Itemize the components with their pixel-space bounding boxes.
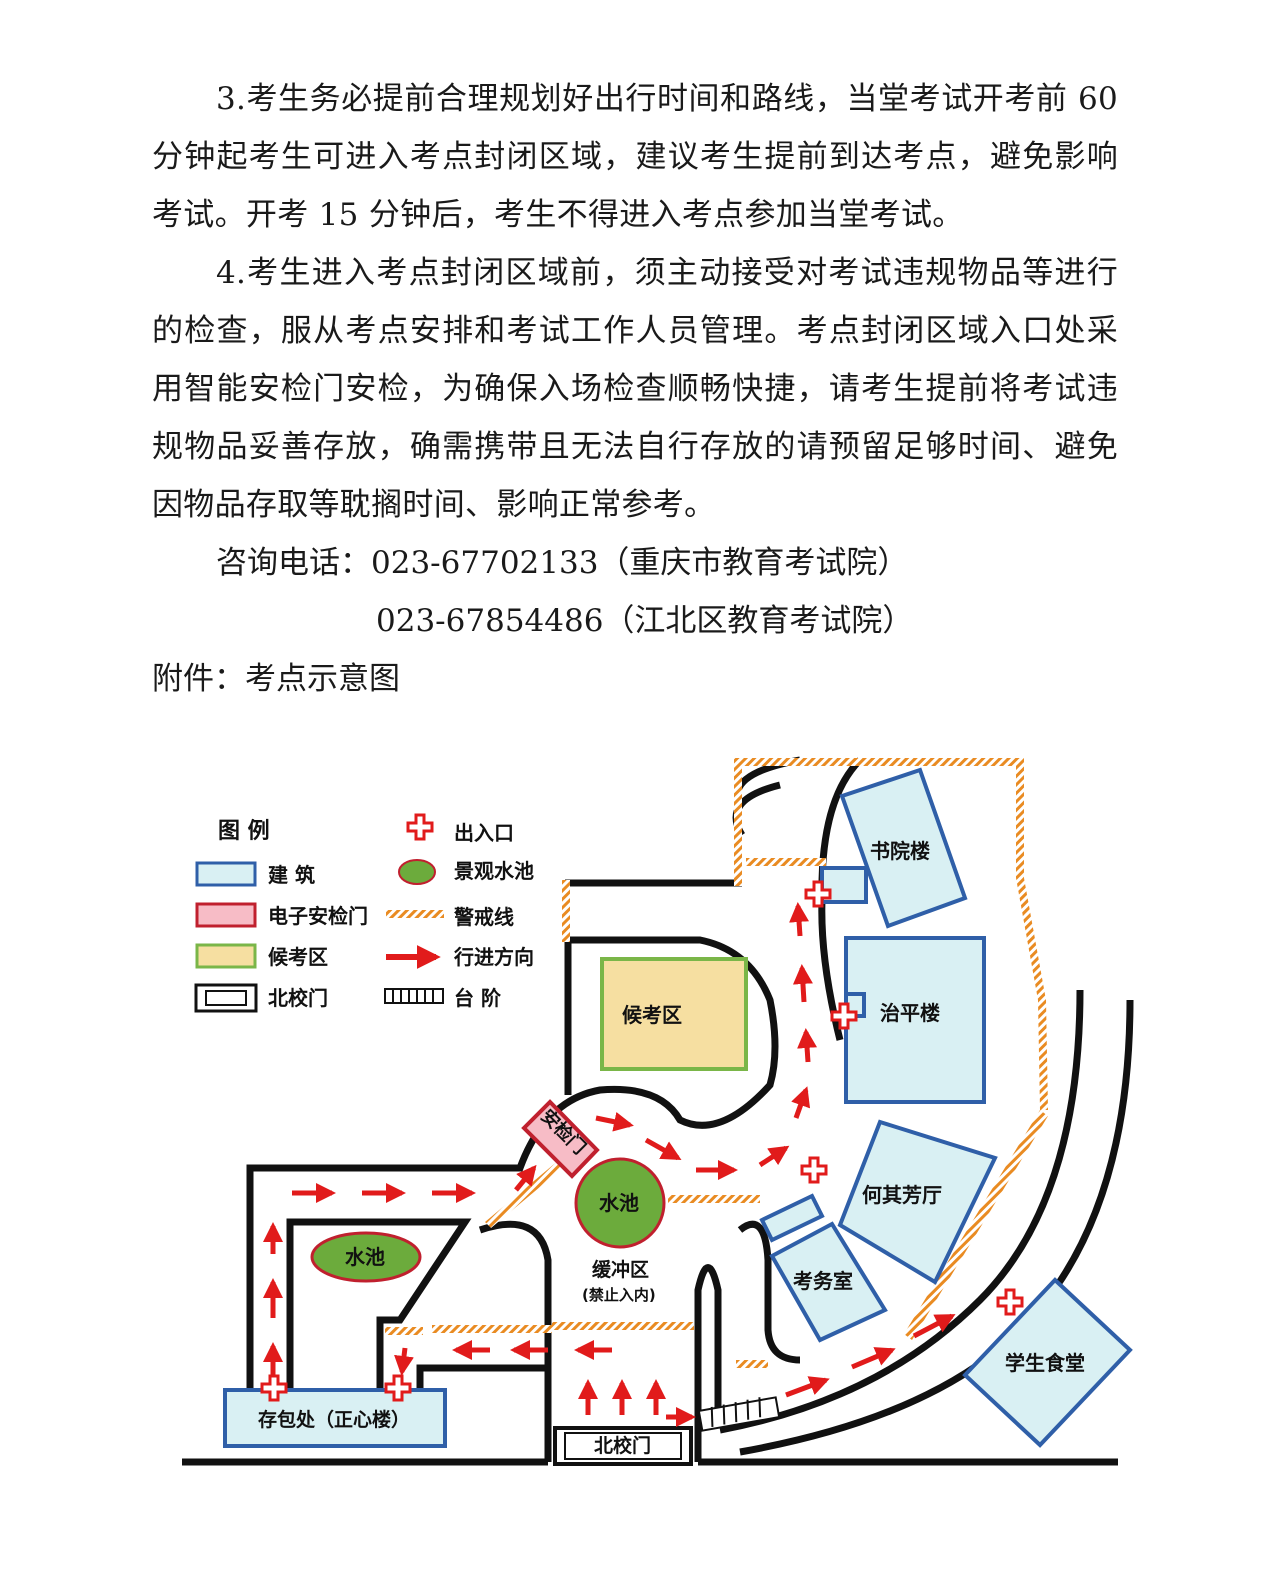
paragraph-item-3: 3.考生务必提前合理规划好出行时间和路线，当堂考试开考前 60 分钟起考生可进入… bbox=[152, 81, 1118, 233]
legend-title: 图 例 bbox=[218, 819, 270, 844]
attachment-label: 附件：考点示意图 bbox=[152, 661, 400, 697]
map-buildings bbox=[223, 767, 1133, 1448]
label-pool-large: 水池 bbox=[599, 1191, 639, 1215]
building-shuyuan bbox=[839, 767, 968, 929]
entrance-shuyuan-icon bbox=[804, 880, 832, 908]
building-baggage bbox=[223, 1388, 447, 1448]
map-pool-small bbox=[310, 1231, 422, 1283]
attachment-title: 附件：考点示意图 bbox=[152, 650, 1118, 708]
entrance-heqifang-icon bbox=[800, 1156, 828, 1184]
label-buffer-note: (禁止入内) bbox=[582, 1286, 656, 1304]
contact-phone-1: 023-67702133（重庆市教育考试院） bbox=[371, 545, 909, 581]
entrance-baggage-right-icon bbox=[384, 1374, 412, 1402]
legend-security-label: 电子安检门 bbox=[268, 904, 368, 928]
building-kaowu bbox=[769, 1221, 888, 1343]
map-waiting-area bbox=[600, 957, 748, 1071]
legend-pool-icon bbox=[398, 859, 436, 885]
map-steps bbox=[697, 1396, 781, 1432]
document-body: 3.考生务必提前合理规划好出行时间和路线，当堂考试开考前 60 分钟起考生可进入… bbox=[152, 70, 1118, 708]
legend-gate-label: 北校门 bbox=[268, 986, 328, 1010]
legend-waiting-swatch bbox=[195, 943, 257, 969]
building-canteen bbox=[962, 1277, 1133, 1448]
label-canteen: 学生食堂 bbox=[1005, 1351, 1085, 1375]
label-buffer: 缓冲区 bbox=[592, 1258, 649, 1281]
label-baggage: 存包处（正心楼） bbox=[258, 1408, 410, 1431]
legend-entrance-label: 出入口 bbox=[454, 821, 514, 845]
label-waiting: 候考区 bbox=[622, 1003, 682, 1027]
legend-building-label: 建 筑 bbox=[268, 863, 315, 887]
legend-cordon-icon bbox=[386, 910, 444, 918]
legend-steps-label: 台 阶 bbox=[454, 986, 502, 1010]
legend-building-swatch bbox=[195, 861, 257, 887]
map-entrances bbox=[260, 880, 1024, 1402]
map-direction-arrows bbox=[263, 902, 956, 1427]
entrance-zhiping-icon bbox=[830, 1002, 858, 1030]
label-zhiping: 治平楼 bbox=[880, 1001, 940, 1025]
legend-cordon-label: 警戒线 bbox=[454, 905, 514, 929]
contact-label: 咨询电话： bbox=[216, 545, 371, 581]
contact-line-2: 023-67854486（江北区教育考试院） bbox=[152, 592, 1118, 650]
legend-direction-label: 行进方向 bbox=[453, 945, 534, 969]
building-heqifang bbox=[837, 1119, 998, 1285]
label-heqifang: 何其芳厅 bbox=[862, 1183, 942, 1207]
contact-line-1: 咨询电话：023-67702133（重庆市教育考试院） bbox=[152, 534, 1118, 592]
label-north-gate: 北校门 bbox=[594, 1434, 651, 1457]
entrance-canteen-icon bbox=[996, 1288, 1024, 1316]
legend-waiting-label: 候考区 bbox=[268, 945, 328, 969]
label-pool-small: 水池 bbox=[345, 1245, 385, 1269]
map-pool-large bbox=[574, 1157, 666, 1249]
legend-pool-label: 景观水池 bbox=[454, 859, 534, 883]
legend-steps-icon bbox=[384, 988, 444, 1004]
map-north-gate bbox=[553, 1426, 693, 1466]
legend-entrance-icon bbox=[406, 813, 434, 841]
building-small bbox=[759, 1193, 825, 1243]
exam-site-map: 图 例 建 筑 电子安检门 候考区 北校门 出入口 景观水池 警戒线 行进方向 … bbox=[182, 756, 1134, 1466]
label-kaowu: 考务室 bbox=[793, 1269, 853, 1293]
map-legend: 图 例 建 筑 电子安检门 候考区 北校门 出入口 景观水池 警戒线 行进方向 … bbox=[194, 813, 534, 1013]
legend-security-swatch bbox=[195, 902, 257, 928]
label-shuyuan: 书院楼 bbox=[870, 839, 930, 863]
map-labels: 书院楼 治平楼 候考区 安检门 水池 水池 缓冲区 (禁止入内) 何其芳厅 考务… bbox=[258, 839, 1085, 1457]
entrance-baggage-left-icon bbox=[260, 1374, 288, 1402]
contact-phone-2: 023-67854486（江北区教育考试院） bbox=[376, 603, 914, 639]
map-security-gate bbox=[521, 1099, 600, 1179]
paragraph-item-4: 4.考生进入考点封闭区域前，须主动接受对考试违规物品等进行的检查，服从考点安排和… bbox=[152, 255, 1118, 523]
